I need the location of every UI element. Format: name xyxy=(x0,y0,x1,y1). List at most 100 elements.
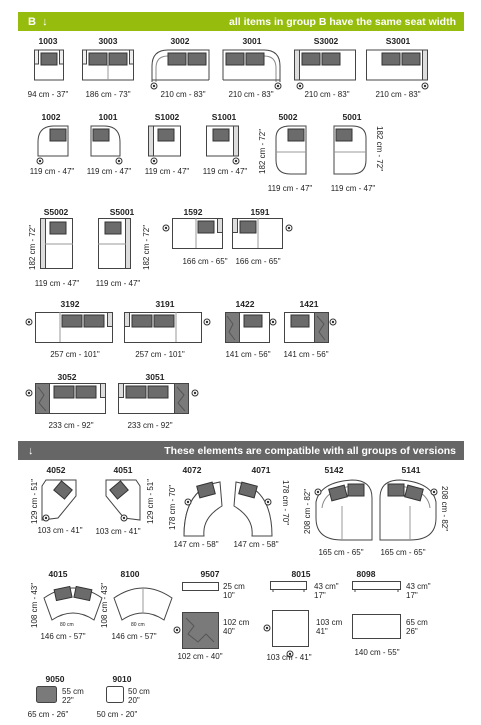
item-dimension: 210 cm - 83" xyxy=(160,90,206,99)
item-vertical-dimension: 129 cm - 51" xyxy=(30,478,39,524)
item-dimension: 119 cm - 47" xyxy=(34,279,80,288)
item-dimension: 94 cm - 37" xyxy=(27,90,69,99)
item-dimension: 103 cm - 41" xyxy=(266,653,312,662)
item-dimension: 119 cm - 47" xyxy=(267,184,313,193)
table-9507-side-icon xyxy=(182,582,219,591)
ottoman-8015-side-icon xyxy=(270,581,307,592)
item-code: 1591 xyxy=(250,207,270,217)
item-vertical-dimension: 108 cm - 43" xyxy=(30,582,39,628)
item-dimension: 119 cm - 47" xyxy=(144,167,190,176)
item-code: S1001 xyxy=(211,112,237,122)
bench-8098-icon xyxy=(352,614,401,639)
item-code: S3001 xyxy=(385,36,411,46)
item-code: 9010 xyxy=(112,674,132,684)
item-code: 5002 xyxy=(278,112,298,122)
item-code: 5141 xyxy=(401,465,421,475)
item-dimension: 210 cm - 83" xyxy=(375,90,421,99)
sofa-1421-icon xyxy=(284,312,337,343)
item-code: 4072 xyxy=(182,465,202,475)
compatible-arrow: ↓ xyxy=(28,444,34,457)
item-dimension: 119 cm - 47" xyxy=(29,167,75,176)
sofa-3001-icon xyxy=(222,49,282,90)
item-code: 3002 xyxy=(170,36,190,46)
item-vertical-dimension: 178 cm - 70" xyxy=(281,480,290,526)
item-code: 8098 xyxy=(356,569,376,579)
item-code: 1003 xyxy=(38,36,58,46)
item-dimension: 119 cm - 47" xyxy=(330,184,376,193)
item-code: 1421 xyxy=(299,299,319,309)
chaise-s5002-icon xyxy=(40,218,73,269)
curved-5141-icon xyxy=(379,479,438,541)
item-dimension: 233 cm - 92" xyxy=(48,421,94,430)
sofa-1003-icon xyxy=(34,49,64,81)
sofa-3051-icon xyxy=(118,383,199,414)
group-b-note: all items in group B have the same seat … xyxy=(229,15,456,28)
sofa-1592-icon xyxy=(162,218,223,249)
item-code: 5001 xyxy=(342,112,362,122)
sofa-s3002-icon xyxy=(294,49,356,90)
item-dimension: 119 cm - 47" xyxy=(95,279,141,288)
corner-1001-icon xyxy=(90,125,123,165)
item-code: 3001 xyxy=(242,36,262,46)
item-dimension: 102 cm - 40" xyxy=(177,652,223,661)
item-vertical-dimension: 208 cm - 82" xyxy=(440,486,449,532)
item-dimension: 103 cm - 41" xyxy=(37,526,83,535)
item-code: 3052 xyxy=(57,372,77,382)
ottoman-8015-height: 43 cm"17" xyxy=(314,582,339,600)
pouf-9010-icon xyxy=(106,686,124,703)
item-dimension: 233 cm - 92" xyxy=(127,421,173,430)
item-dimension: 147 cm - 58" xyxy=(173,540,219,549)
item-code: 1001 xyxy=(98,112,118,122)
chaise-s5001-icon xyxy=(98,218,131,269)
bench-8098-height: 43 cm"17" xyxy=(406,582,431,600)
item-code: 1002 xyxy=(41,112,61,122)
item-code: 3192 xyxy=(60,299,80,309)
sofa-3002-icon xyxy=(150,49,210,90)
item-dimension: 141 cm - 56" xyxy=(283,350,329,359)
item-vertical-dimension: 182 cm - 72" xyxy=(28,224,37,270)
item-dimension: 165 cm - 65" xyxy=(380,548,426,557)
ottoman-8015-icon xyxy=(263,610,309,658)
item-code: 4015 xyxy=(48,569,68,579)
sofa-3052-icon xyxy=(25,383,106,414)
corner-4052-icon xyxy=(41,479,77,522)
item-dimension: 166 cm - 65" xyxy=(235,257,281,266)
item-code: 4051 xyxy=(113,465,133,475)
item-dimension: 210 cm - 83" xyxy=(304,90,350,99)
item-dimension: 119 cm - 47" xyxy=(86,167,132,176)
item-code: S5001 xyxy=(109,207,135,217)
chaise-5002-icon xyxy=(275,125,307,175)
item-dimension: 146 cm - 57" xyxy=(111,632,157,641)
item-code: 3003 xyxy=(98,36,118,46)
sofa-s1001-icon xyxy=(206,125,240,165)
sofa-3191-icon xyxy=(124,312,211,343)
item-dimension: 257 cm - 101" xyxy=(135,350,185,359)
item-code: 9050 xyxy=(45,674,65,684)
item-dimension: 140 cm - 55" xyxy=(354,648,400,657)
corner-4051-icon xyxy=(105,479,141,522)
group-b-header: B ↓ all items in group B have the same s… xyxy=(18,12,464,31)
item-dimension: 50 cm - 20" xyxy=(96,710,138,719)
sofa-s3001-icon xyxy=(366,49,429,90)
sofa-3003-icon xyxy=(82,49,134,81)
item-code: 5142 xyxy=(324,465,344,475)
item-code: S5002 xyxy=(43,207,69,217)
item-code: 8015 xyxy=(291,569,311,579)
item-dimension: 65 cm - 26" xyxy=(27,710,69,719)
arc-inner-dimension: 80 cm xyxy=(60,622,74,628)
compatible-header: ↓ These elements are compatible with all… xyxy=(18,441,464,460)
item-code: 8100 xyxy=(120,569,140,579)
item-code: S3002 xyxy=(313,36,339,46)
item-dimension: 165 cm - 65" xyxy=(318,548,364,557)
bench-8098-side-icon xyxy=(352,581,401,592)
curved-4072-icon xyxy=(183,481,223,537)
item-code: 3051 xyxy=(145,372,165,382)
item-code: 9507 xyxy=(200,569,220,579)
item-code: 1592 xyxy=(183,207,203,217)
item-dimension: 119 cm - 47" xyxy=(202,167,248,176)
item-dimension: 141 cm - 56" xyxy=(225,350,271,359)
